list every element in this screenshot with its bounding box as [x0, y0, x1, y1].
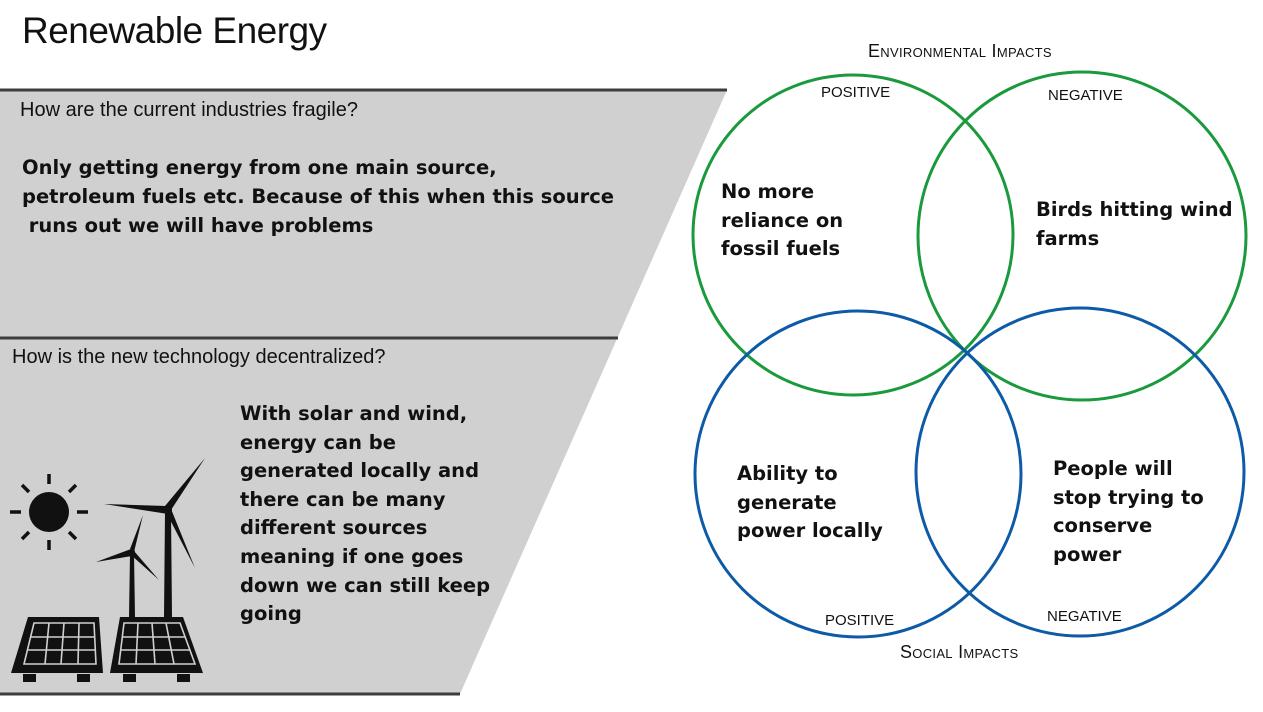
environmental-impacts-heading: Environmental Impacts	[868, 41, 1052, 61]
wind-turbine-icon	[104, 458, 205, 617]
venn-circle-social-negative	[914, 306, 1246, 638]
social-positive-text: Ability to generate power locally	[737, 462, 883, 542]
venn-circle-social-positive	[693, 309, 1023, 639]
venn-circle-environmental-negative	[916, 70, 1248, 402]
social-impacts-heading: Social Impacts	[900, 642, 1019, 662]
social-negative-text: People will stop trying to conserve powe…	[1053, 457, 1204, 566]
environmental-positive-label: POSITIVE	[821, 84, 891, 101]
slide-title: Renewable Energy	[22, 10, 327, 51]
social-negative-label: NEGATIVE	[1047, 608, 1122, 625]
environmental-negative-label: NEGATIVE	[1048, 87, 1123, 104]
solar-panel-icon	[11, 617, 103, 682]
wind-turbine-small-icon	[96, 515, 159, 617]
answer-fragile: Only getting energy from one main source…	[22, 156, 615, 237]
solar-panel-icon	[110, 617, 203, 682]
environmental-positive-text: No more reliance on fossil fuels	[721, 180, 844, 260]
answer-decentralized: With solar and wind, energy can be gener…	[240, 402, 491, 626]
question-fragile: How are the current industries fragile?	[20, 99, 358, 121]
question-decentralized: How is the new technology decentralized?	[12, 346, 386, 368]
social-positive-label: POSITIVE	[825, 612, 895, 629]
sun-icon	[10, 474, 88, 550]
venn-circle-environmental-positive	[691, 73, 1015, 397]
environmental-negative-text: Birds hitting wind farms	[1036, 198, 1233, 250]
question-panel-background	[0, 90, 727, 694]
